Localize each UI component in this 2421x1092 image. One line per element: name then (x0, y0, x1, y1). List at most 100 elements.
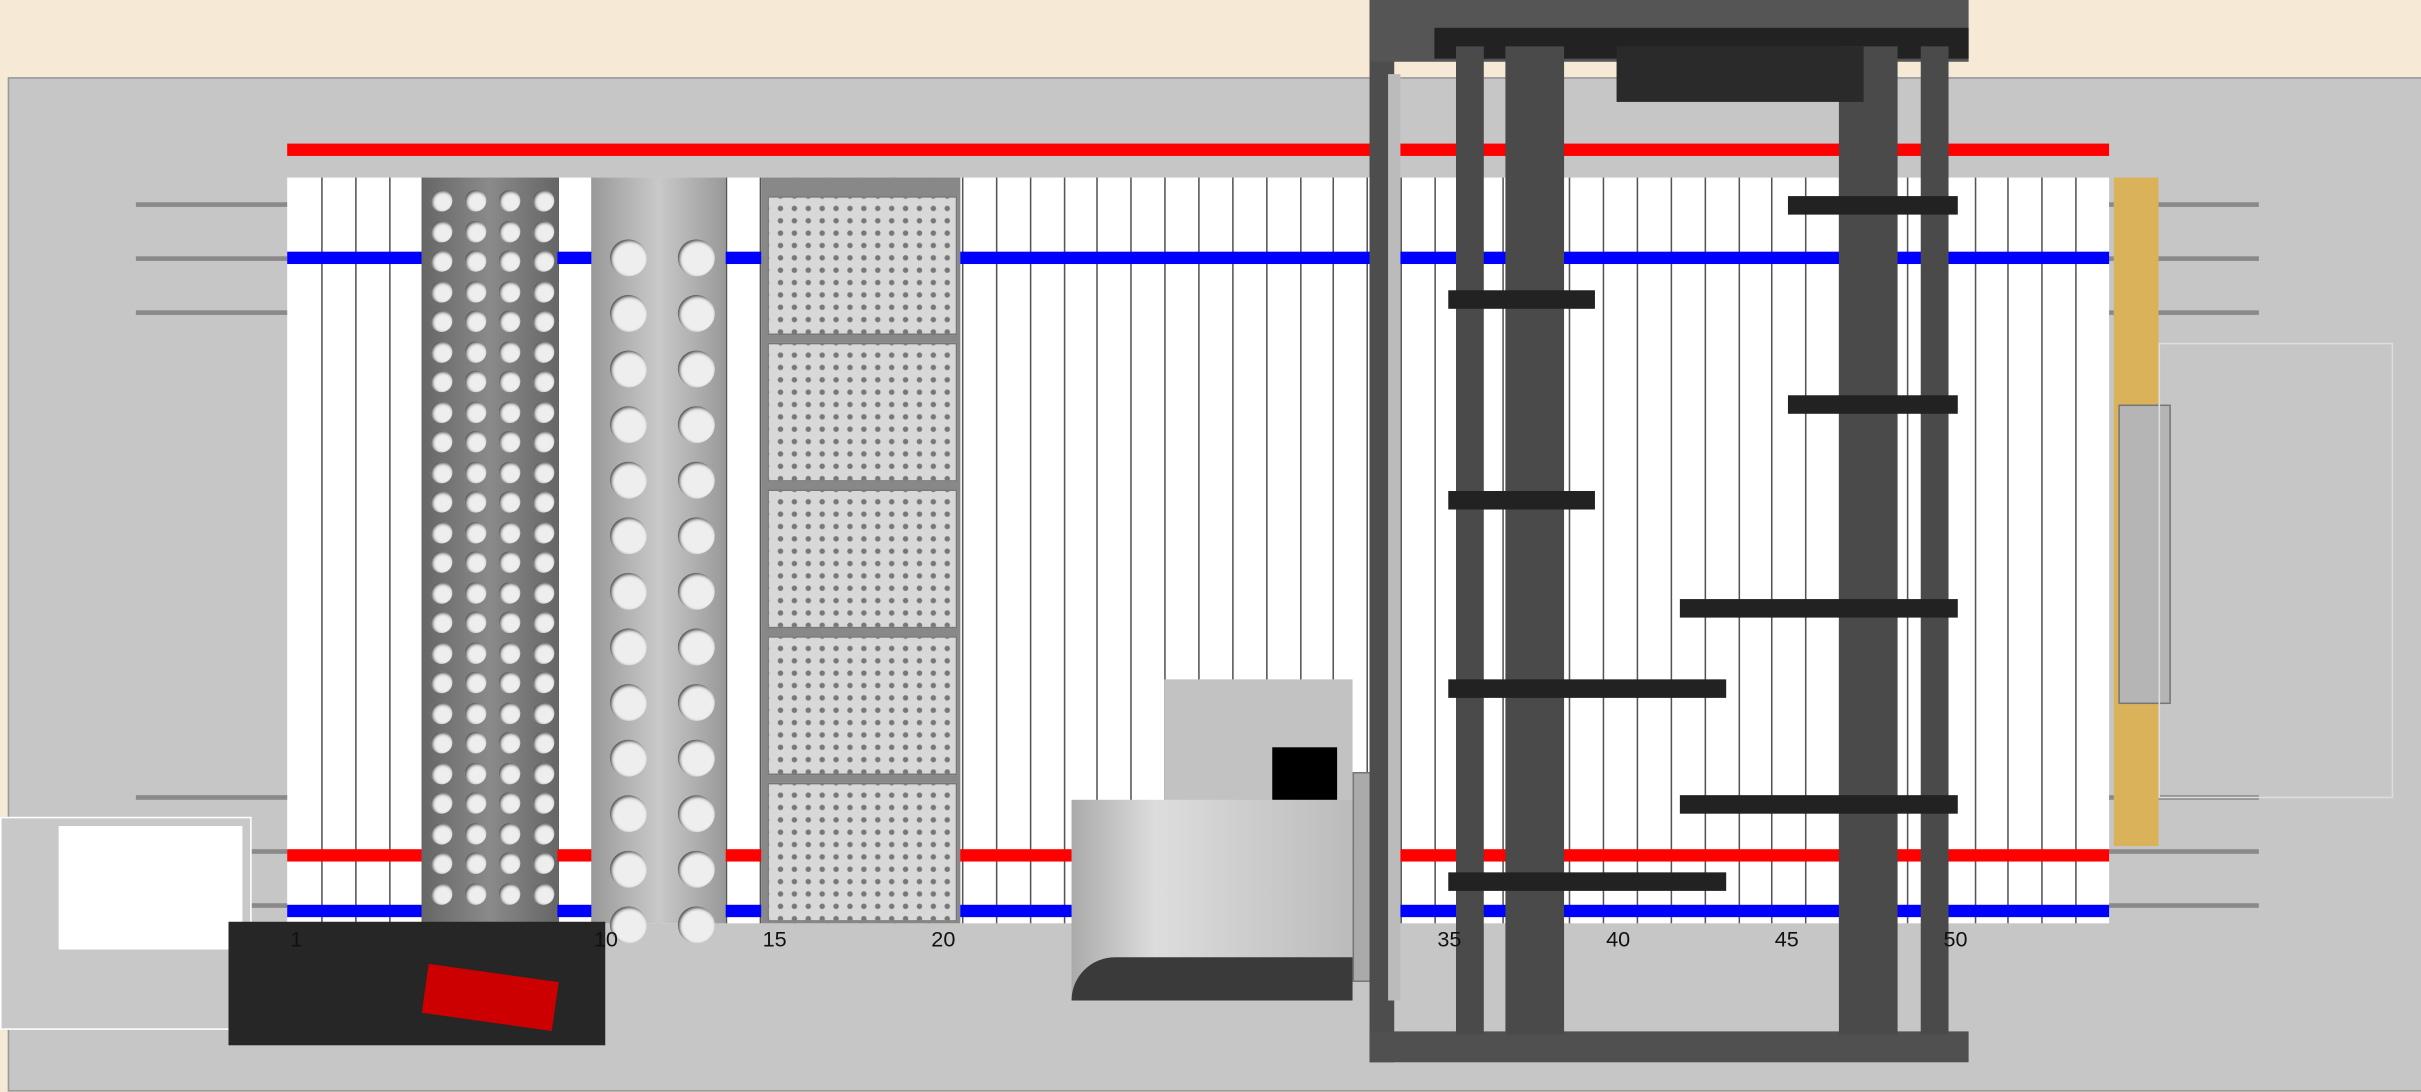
tip[interactable] (430, 521, 453, 543)
tip[interactable] (532, 430, 555, 453)
tip[interactable] (498, 250, 521, 272)
tip[interactable] (430, 641, 453, 664)
plate[interactable] (767, 196, 958, 336)
tube[interactable] (677, 350, 715, 388)
pipetting-channel[interactable] (1679, 795, 1958, 814)
tip[interactable] (532, 189, 555, 212)
tip[interactable] (498, 882, 521, 905)
tip[interactable] (430, 460, 453, 483)
tip[interactable] (498, 490, 521, 513)
tip[interactable] (498, 220, 521, 242)
tip[interactable] (532, 521, 555, 543)
tip[interactable] (464, 430, 487, 453)
tip[interactable] (430, 490, 453, 513)
tip[interactable] (464, 822, 487, 844)
tip[interactable] (532, 701, 555, 724)
tip[interactable] (532, 490, 555, 513)
tube[interactable] (677, 572, 715, 610)
tip[interactable] (430, 551, 453, 573)
tip[interactable] (430, 400, 453, 423)
tip[interactable] (498, 701, 521, 724)
tip[interactable] (430, 701, 453, 724)
pipetting-channel[interactable] (1679, 599, 1958, 618)
tip[interactable] (464, 882, 487, 905)
tip[interactable] (498, 189, 521, 212)
tip[interactable] (464, 551, 487, 573)
tube[interactable] (609, 628, 647, 666)
tip[interactable] (532, 761, 555, 784)
tube[interactable] (609, 239, 647, 277)
tip[interactable] (532, 671, 555, 694)
tip[interactable] (430, 882, 453, 905)
tip[interactable] (498, 671, 521, 694)
tip[interactable] (532, 220, 555, 242)
tube[interactable] (677, 739, 715, 777)
tip[interactable] (430, 761, 453, 784)
tip[interactable] (464, 400, 487, 423)
tip[interactable] (498, 852, 521, 874)
tube[interactable] (609, 683, 647, 722)
pipetting-channel[interactable] (1448, 290, 1595, 309)
tip[interactable] (498, 731, 521, 754)
tube[interactable] (609, 461, 647, 499)
tip[interactable] (532, 882, 555, 905)
plate[interactable] (767, 489, 958, 629)
tip[interactable] (532, 280, 555, 302)
tip[interactable] (498, 310, 521, 332)
tube[interactable] (677, 795, 715, 833)
tip[interactable] (430, 189, 453, 212)
tip[interactable] (464, 521, 487, 543)
tip[interactable] (464, 852, 487, 874)
tip[interactable] (532, 370, 555, 393)
tube[interactable] (677, 294, 715, 332)
tip[interactable] (464, 250, 487, 272)
tip[interactable] (464, 701, 487, 724)
tip[interactable] (498, 611, 521, 634)
pipetting-channel[interactable] (1448, 490, 1595, 510)
tip[interactable] (498, 460, 521, 483)
tip[interactable] (532, 792, 555, 814)
tip[interactable] (498, 761, 521, 784)
tip[interactable] (464, 370, 487, 393)
tip[interactable] (430, 220, 453, 242)
tip[interactable] (498, 581, 521, 603)
pipetting-channel[interactable] (1448, 679, 1727, 698)
tube[interactable] (677, 517, 715, 555)
tip[interactable] (430, 430, 453, 453)
tube[interactable] (677, 683, 715, 722)
plate[interactable] (767, 782, 958, 922)
plate-carrier[interactable] (761, 177, 961, 924)
tip[interactable] (464, 611, 487, 634)
tip[interactable] (430, 611, 453, 634)
tip[interactable] (430, 731, 453, 754)
tip[interactable] (498, 521, 521, 543)
tip[interactable] (532, 611, 555, 634)
tip[interactable] (532, 641, 555, 664)
tube[interactable] (677, 850, 715, 888)
tube[interactable] (609, 795, 647, 833)
tube[interactable] (609, 406, 647, 444)
tip-carrier[interactable] (421, 177, 558, 924)
tip[interactable] (532, 551, 555, 573)
tip[interactable] (430, 852, 453, 874)
tip[interactable] (464, 340, 487, 363)
tube[interactable] (609, 906, 647, 944)
tip[interactable] (532, 400, 555, 423)
tube[interactable] (609, 739, 647, 777)
pipetting-channel[interactable] (1448, 872, 1727, 891)
tube[interactable] (609, 350, 647, 388)
tip[interactable] (498, 641, 521, 664)
tip[interactable] (532, 822, 555, 844)
tip[interactable] (430, 671, 453, 694)
tip[interactable] (464, 490, 487, 513)
plate[interactable] (767, 342, 958, 482)
tip[interactable] (430, 280, 453, 302)
tip[interactable] (464, 280, 487, 302)
tip[interactable] (430, 792, 453, 814)
tube[interactable] (677, 406, 715, 444)
plate[interactable] (767, 636, 958, 776)
tube[interactable] (677, 461, 715, 499)
tip[interactable] (532, 581, 555, 603)
tip[interactable] (464, 220, 487, 242)
tip[interactable] (498, 430, 521, 453)
